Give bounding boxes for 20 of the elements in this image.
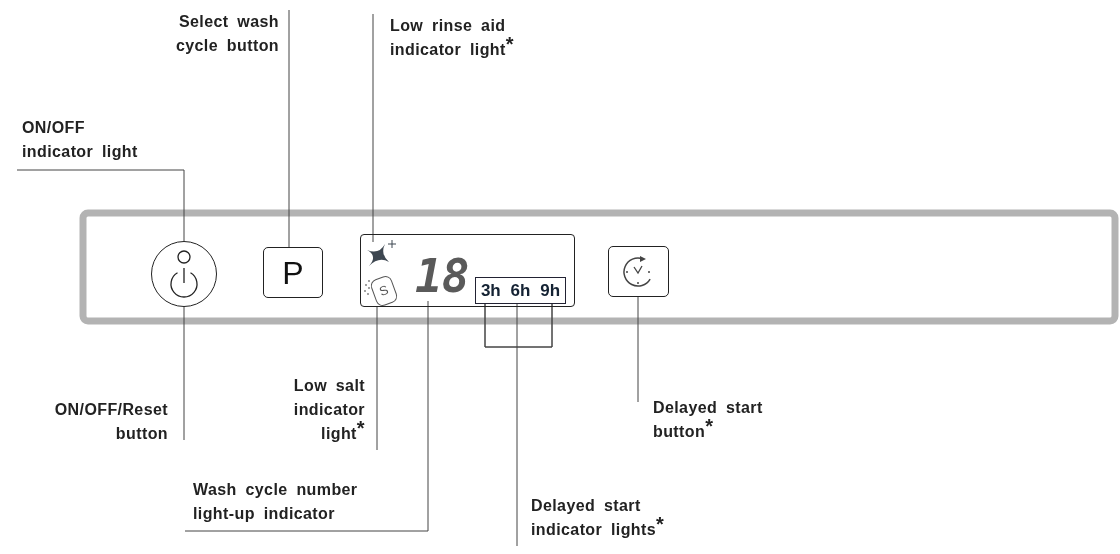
program-letter: P <box>282 256 304 289</box>
leader-line <box>637 296 639 403</box>
leader-line <box>372 13 374 243</box>
callout-label: Wash cycle number light-up indicator <box>193 480 359 524</box>
leader-line <box>184 300 429 532</box>
callout-label: ON/OFF/Reset button <box>53 400 168 444</box>
leader-line <box>288 9 290 248</box>
delayed-start-button <box>608 246 669 297</box>
timer-label: 6h <box>510 280 531 301</box>
program-button <box>263 247 323 298</box>
callout-label: ON/OFF indicator light <box>22 118 139 162</box>
callout-label: Select wash cycle button <box>174 12 279 56</box>
leader-line <box>183 306 185 441</box>
leader-line <box>484 303 553 547</box>
leader-line <box>376 306 378 451</box>
timer-label: 9h <box>540 280 561 301</box>
delay-indicator-panel <box>475 277 566 304</box>
leader-line <box>16 169 185 242</box>
timer-label: 3h <box>480 280 501 301</box>
display-panel <box>360 234 575 307</box>
